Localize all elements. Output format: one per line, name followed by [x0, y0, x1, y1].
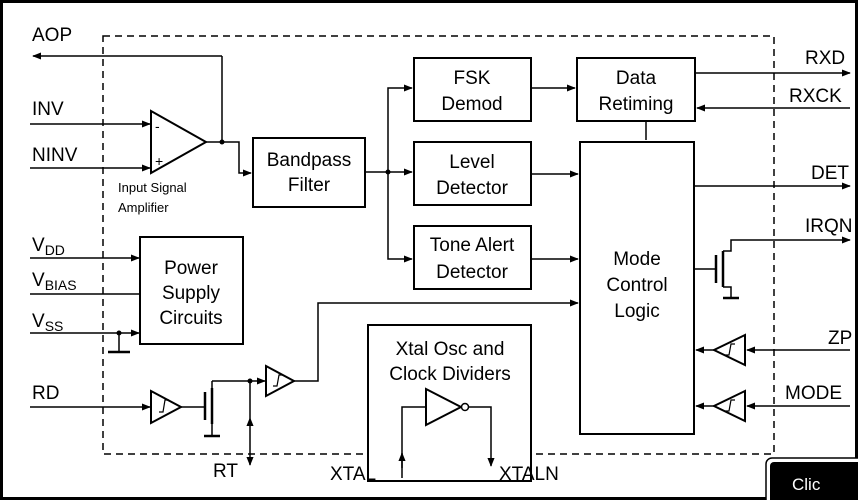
irqn-wire: [723, 236, 851, 252]
click-button[interactable]: Clic: [765, 457, 858, 500]
pin-vbias-label: VBIAS: [32, 270, 77, 293]
op-amp-symbol: [150, 109, 209, 175]
mode-hysteresis-icon: [725, 399, 735, 412]
chip-boundary: [102, 35, 775, 455]
mode-control-line3: Logic: [614, 301, 659, 322]
rd-hysteresis-icon: [159, 399, 169, 413]
xtal-osc-line2: Clock Dividers: [389, 364, 510, 385]
mode-control-logic-block: [579, 141, 695, 435]
op-amp-minus: -: [155, 118, 160, 134]
click-button-label: Clic: [792, 475, 821, 494]
inverter-bubble-icon: [460, 402, 470, 412]
bandpass-line1: Bandpass: [267, 150, 352, 171]
pin-vss-label: VSS: [32, 311, 63, 334]
bandpass-line2: Filter: [288, 175, 331, 196]
amp-to-bandpass-wire: [222, 141, 252, 177]
pin-aop-label: AOP: [32, 25, 72, 46]
power-supply-line3: Circuits: [159, 308, 222, 329]
irqn-source-lead: [723, 286, 732, 298]
mode-control-line1: Mode: [613, 249, 661, 270]
pin-rd-label: RD: [32, 383, 59, 404]
bandpass-to-fsk-wire: [387, 84, 413, 172]
level-line2: Detector: [436, 178, 508, 199]
pin-xtaln-label: XTALN: [499, 464, 559, 485]
xtaln-out-wire: [469, 406, 495, 467]
xtal-osc-line1: Xtal Osc and: [396, 339, 505, 360]
fsk-demod-block: [413, 57, 532, 122]
pin-inv-label: INV: [32, 99, 64, 120]
level-detector-block: [413, 141, 532, 206]
rt-to-mode-control-wire: [294, 299, 579, 382]
xtal-in-wire: [401, 406, 426, 468]
mode-control-line2: Control: [606, 275, 667, 296]
rd-schmitt-buffer-icon: [150, 389, 184, 425]
rt-schmitt-buffer-icon: [265, 364, 297, 398]
pin-rxck-label: RXCK: [789, 86, 842, 107]
op-amp-plus: +: [155, 153, 163, 169]
bandpass-to-tone-wire: [387, 172, 413, 263]
pin-irqn-label: IRQN: [805, 216, 853, 237]
zp-hysteresis-icon: [725, 343, 735, 356]
bandpass-filter-block: [252, 137, 366, 208]
pin-ninv-label: NINV: [32, 145, 78, 166]
power-supply-line1: Power: [164, 258, 219, 279]
pin-rt-label: RT: [213, 461, 238, 482]
pin-rxd-label: RXD: [805, 48, 845, 69]
fsk-line2: Demod: [441, 94, 502, 115]
data-retiming-block: [576, 57, 696, 122]
amp-caption-line2: Amplifier: [118, 200, 169, 215]
power-supply-block: [139, 236, 244, 345]
pin-zp-label: ZP: [828, 328, 852, 349]
fsk-line1: FSK: [454, 68, 491, 89]
level-line1: Level: [449, 152, 494, 173]
power-supply-line2: Supply: [162, 283, 221, 304]
tone-line2: Detector: [436, 262, 508, 283]
amp-caption-line1: Input Signal: [118, 180, 187, 195]
pin-det-label: DET: [811, 163, 849, 184]
pin-vdd-label: VDD: [32, 235, 65, 258]
rt-hysteresis-icon: [273, 374, 283, 387]
tone-line1: Tone Alert: [430, 235, 515, 256]
retiming-line2: Retiming: [599, 94, 674, 115]
retiming-line1: Data: [616, 68, 657, 89]
pin-mode-label: MODE: [785, 383, 842, 404]
tone-alert-detector-block: [413, 225, 532, 290]
pin-xtal-label: XTAL: [330, 464, 376, 485]
